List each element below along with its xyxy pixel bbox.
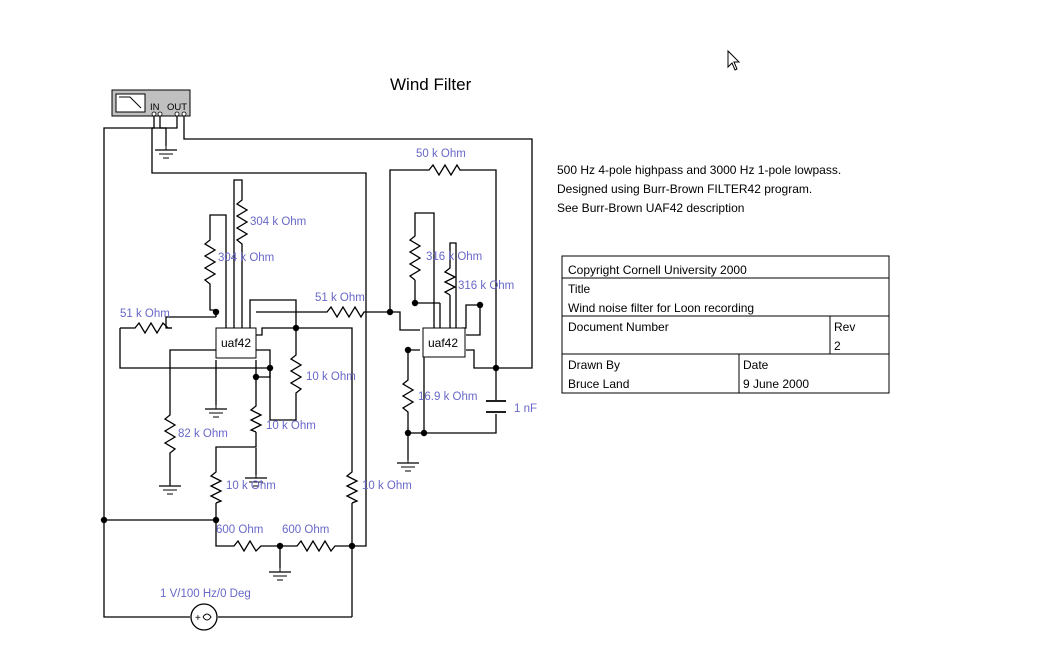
resistor-600-b <box>292 539 337 553</box>
mouse-cursor-icon <box>727 49 741 71</box>
ground-icon <box>269 568 291 581</box>
ground-icon <box>155 146 177 159</box>
description-line: See Burr-Brown UAF42 description <box>557 201 744 215</box>
resistor-316k-a <box>408 232 422 281</box>
bode-plotter[interactable]: IN OUT <box>111 89 191 117</box>
document-number-label: Document Number <box>568 320 669 334</box>
description-text: 500 Hz 4-pole highpass and 3000 Hz 1-pol… <box>557 163 841 215</box>
ground-icon <box>245 475 267 487</box>
label-r-10k-c: 10 k Ohm <box>226 480 276 492</box>
drawn-by-value: Bruce Land <box>568 377 629 391</box>
label-r-50k: 50 k Ohm <box>416 148 466 160</box>
description-line: Designed using Burr-Brown FILTER42 progr… <box>557 182 812 196</box>
label-c-1nf: 1 nF <box>514 403 537 415</box>
ground-icon <box>397 460 419 472</box>
resistor-82k <box>163 410 177 455</box>
chip-label: uaf42 <box>428 336 458 350</box>
date-value: 9 June 2000 <box>743 377 809 391</box>
resistor-10k-c <box>209 468 223 504</box>
resistor-51k-a <box>130 321 172 335</box>
resistor-50k <box>425 163 462 177</box>
title-block: Copyright Cornell University 2000 Title … <box>561 255 890 394</box>
resistor-600-a <box>230 539 264 553</box>
label-r-304k-a: 304 k Ohm <box>250 216 306 228</box>
resistor-316k-b <box>443 265 457 296</box>
title-label: Title <box>568 282 591 296</box>
resistor-16-9k <box>401 375 415 415</box>
label-r-10k-a: 10 k Ohm <box>306 371 356 383</box>
rev-value: 2 <box>834 339 841 353</box>
label-r-51k-b: 51 k Ohm <box>315 292 365 304</box>
schematic-title: Wind Filter <box>390 75 472 94</box>
ground-icon <box>159 485 181 495</box>
label-r-304k-b: 304 k Ohm <box>218 252 274 264</box>
svg-text:+: + <box>195 613 201 624</box>
plotter-out-label: OUT <box>167 102 187 113</box>
resistor-304k-b <box>203 235 217 290</box>
label-r-10k-d: 10 k Ohm <box>362 480 412 492</box>
date-label: Date <box>743 358 769 372</box>
plotter-in-label: IN <box>150 102 160 113</box>
chip-uaf42-1: uaf42 <box>215 327 257 359</box>
drawn-by-label: Drawn By <box>568 358 620 372</box>
ground-icon <box>205 405 227 418</box>
wires <box>103 116 533 618</box>
label-source: 1 V/100 Hz/0 Deg <box>160 588 251 600</box>
capacitor-1nf <box>486 400 506 413</box>
resistor-10k-b <box>249 402 263 433</box>
label-r-316k-b: 316 k Ohm <box>458 280 514 292</box>
label-r-51k-a: 51 k Ohm <box>120 308 170 320</box>
ground-symbols <box>155 146 419 581</box>
label-r-316k-a: 316 k Ohm <box>426 251 482 263</box>
description-line: 500 Hz 4-pole highpass and 3000 Hz 1-pol… <box>557 163 841 177</box>
label-r-600-a: 600 Ohm <box>216 524 263 536</box>
chip-label: uaf42 <box>221 336 251 350</box>
resistor-304k-a <box>235 195 249 245</box>
junction-dots <box>100 299 500 550</box>
ac-voltage-source: + <box>190 603 218 631</box>
resistor-10k-a <box>289 350 303 395</box>
label-r-10k-b: 10 k Ohm <box>266 420 316 432</box>
resistor-51k-b <box>322 305 366 319</box>
label-r-16-9k: 16.9 k Ohm <box>418 391 477 403</box>
resistors <box>130 163 462 553</box>
copyright-text: Copyright Cornell University 2000 <box>568 263 747 277</box>
resistor-10k-d <box>345 468 359 504</box>
component-labels: 50 k Ohm 304 k Ohm 304 k Ohm 316 k Ohm 3… <box>120 148 537 600</box>
label-r-600-b: 600 Ohm <box>282 524 329 536</box>
title-value: Wind noise filter for Loon recording <box>568 301 754 315</box>
label-r-82k: 82 k Ohm <box>178 428 228 440</box>
rev-label: Rev <box>834 320 855 334</box>
chip-uaf42-2: uaf42 <box>422 327 466 358</box>
